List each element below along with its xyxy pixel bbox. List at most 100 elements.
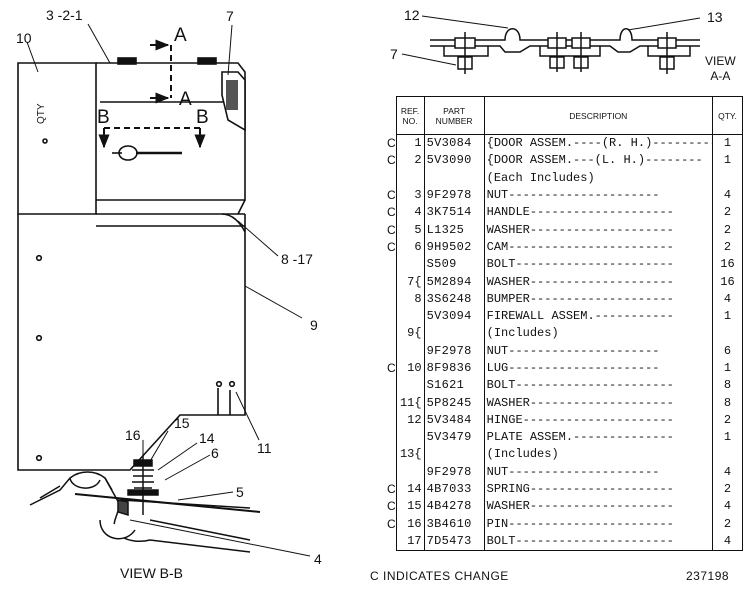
callout-14: 14	[199, 430, 215, 446]
part-number: L1325	[424, 221, 485, 239]
ref-number: 14	[395, 480, 425, 499]
quantity	[712, 325, 744, 343]
part-number: 9F2978	[424, 342, 485, 360]
description: HINGE---------------------	[484, 411, 713, 430]
quantity: 2	[712, 480, 744, 499]
description: (Includes)	[484, 325, 713, 343]
ref-number: 10	[395, 359, 425, 378]
description: WASHER--------------------	[484, 221, 713, 239]
callout-4: 4	[314, 551, 322, 567]
description: SPRING--------------------	[484, 480, 713, 499]
header-ref: REF. NO.	[395, 96, 425, 135]
change-marker: C	[387, 499, 396, 514]
ref-number	[395, 377, 425, 395]
description: (Includes)	[484, 446, 713, 464]
part-number: 5V3484	[424, 411, 485, 430]
change-marker	[370, 412, 396, 429]
ref-number	[395, 256, 425, 274]
description: BOLT----------------------	[484, 377, 713, 395]
ref-number: 13{	[395, 446, 425, 464]
quantity: 4	[712, 290, 744, 308]
description: FIREWALL ASSEM.-----------	[484, 307, 713, 326]
header-qty: QTY.	[711, 96, 744, 135]
change-marker	[370, 394, 396, 411]
change-marker	[370, 273, 396, 290]
change-marker	[370, 170, 396, 187]
section-lines	[98, 39, 206, 149]
ref-number	[395, 342, 425, 360]
quantity: 1	[712, 359, 744, 378]
quantity: 1	[712, 134, 744, 153]
change-marker: C	[387, 188, 396, 203]
table-row: 9F2978 NUT---------------------4	[370, 463, 744, 481]
quantity: 2	[712, 221, 744, 239]
description: HANDLE--------------------	[484, 204, 713, 222]
description: BOLT----------------------	[484, 532, 713, 552]
ref-number: 7{	[395, 273, 425, 291]
change-marker: C	[387, 239, 396, 254]
table-row: 9F2978 NUT---------------------6	[370, 342, 744, 360]
part-number: 4B4278	[424, 498, 485, 516]
ref-number	[395, 429, 425, 447]
ref-number: 16	[395, 515, 425, 533]
callout-3-2-1: 3 -2-1	[46, 7, 83, 23]
quantity: 4	[712, 498, 744, 516]
qty-mark: QTY	[36, 103, 47, 124]
part-number: 9F2978	[424, 186, 485, 205]
illustration-number: 237198	[686, 569, 730, 583]
change-marker: C	[387, 153, 396, 168]
change-marker	[370, 533, 396, 551]
description: NUT---------------------	[484, 342, 713, 360]
quantity: 2	[712, 515, 744, 533]
change-marker	[370, 308, 396, 325]
quantity: 16	[712, 256, 744, 274]
part-number: 4B7033	[424, 480, 485, 499]
table-row: 9{ (Includes)	[370, 325, 744, 343]
change-marker	[370, 343, 396, 360]
ref-number: 3	[395, 186, 425, 205]
change-marker: C	[387, 222, 396, 237]
callout-16: 16	[125, 427, 141, 443]
ref-number: 6	[395, 238, 425, 257]
ref-number: 5	[395, 221, 425, 239]
description: NUT---------------------	[484, 463, 713, 481]
view-bb-label: VIEW B-B	[120, 565, 183, 581]
change-marker	[370, 325, 396, 342]
quantity	[712, 169, 744, 187]
description: PLATE ASSEM.--------------	[484, 429, 713, 447]
part-number: 5V3094	[424, 307, 485, 326]
callout-15: 15	[174, 415, 190, 431]
ref-number: 17	[395, 532, 425, 552]
callout-12: 12	[404, 7, 420, 23]
section-a-top: A	[174, 25, 187, 46]
part-number: 7D5473	[424, 532, 485, 552]
quantity: 1	[712, 307, 744, 326]
description: WASHER--------------------	[484, 273, 713, 291]
quantity: 6	[712, 342, 744, 360]
ref-number	[395, 169, 425, 187]
quantity: 2	[712, 411, 744, 430]
view-aa-line2: A-A	[710, 69, 731, 83]
quantity	[712, 446, 744, 464]
view-aa-label: VIEW A-A	[705, 54, 736, 84]
part-number	[424, 325, 485, 343]
quantity: 8	[712, 377, 744, 395]
change-marker: C	[387, 205, 396, 220]
quantity: 4	[712, 532, 744, 552]
part-number: 3B4610	[424, 515, 485, 533]
ref-number: 2	[395, 152, 425, 170]
part-number	[424, 446, 485, 464]
ref-number	[395, 463, 425, 481]
